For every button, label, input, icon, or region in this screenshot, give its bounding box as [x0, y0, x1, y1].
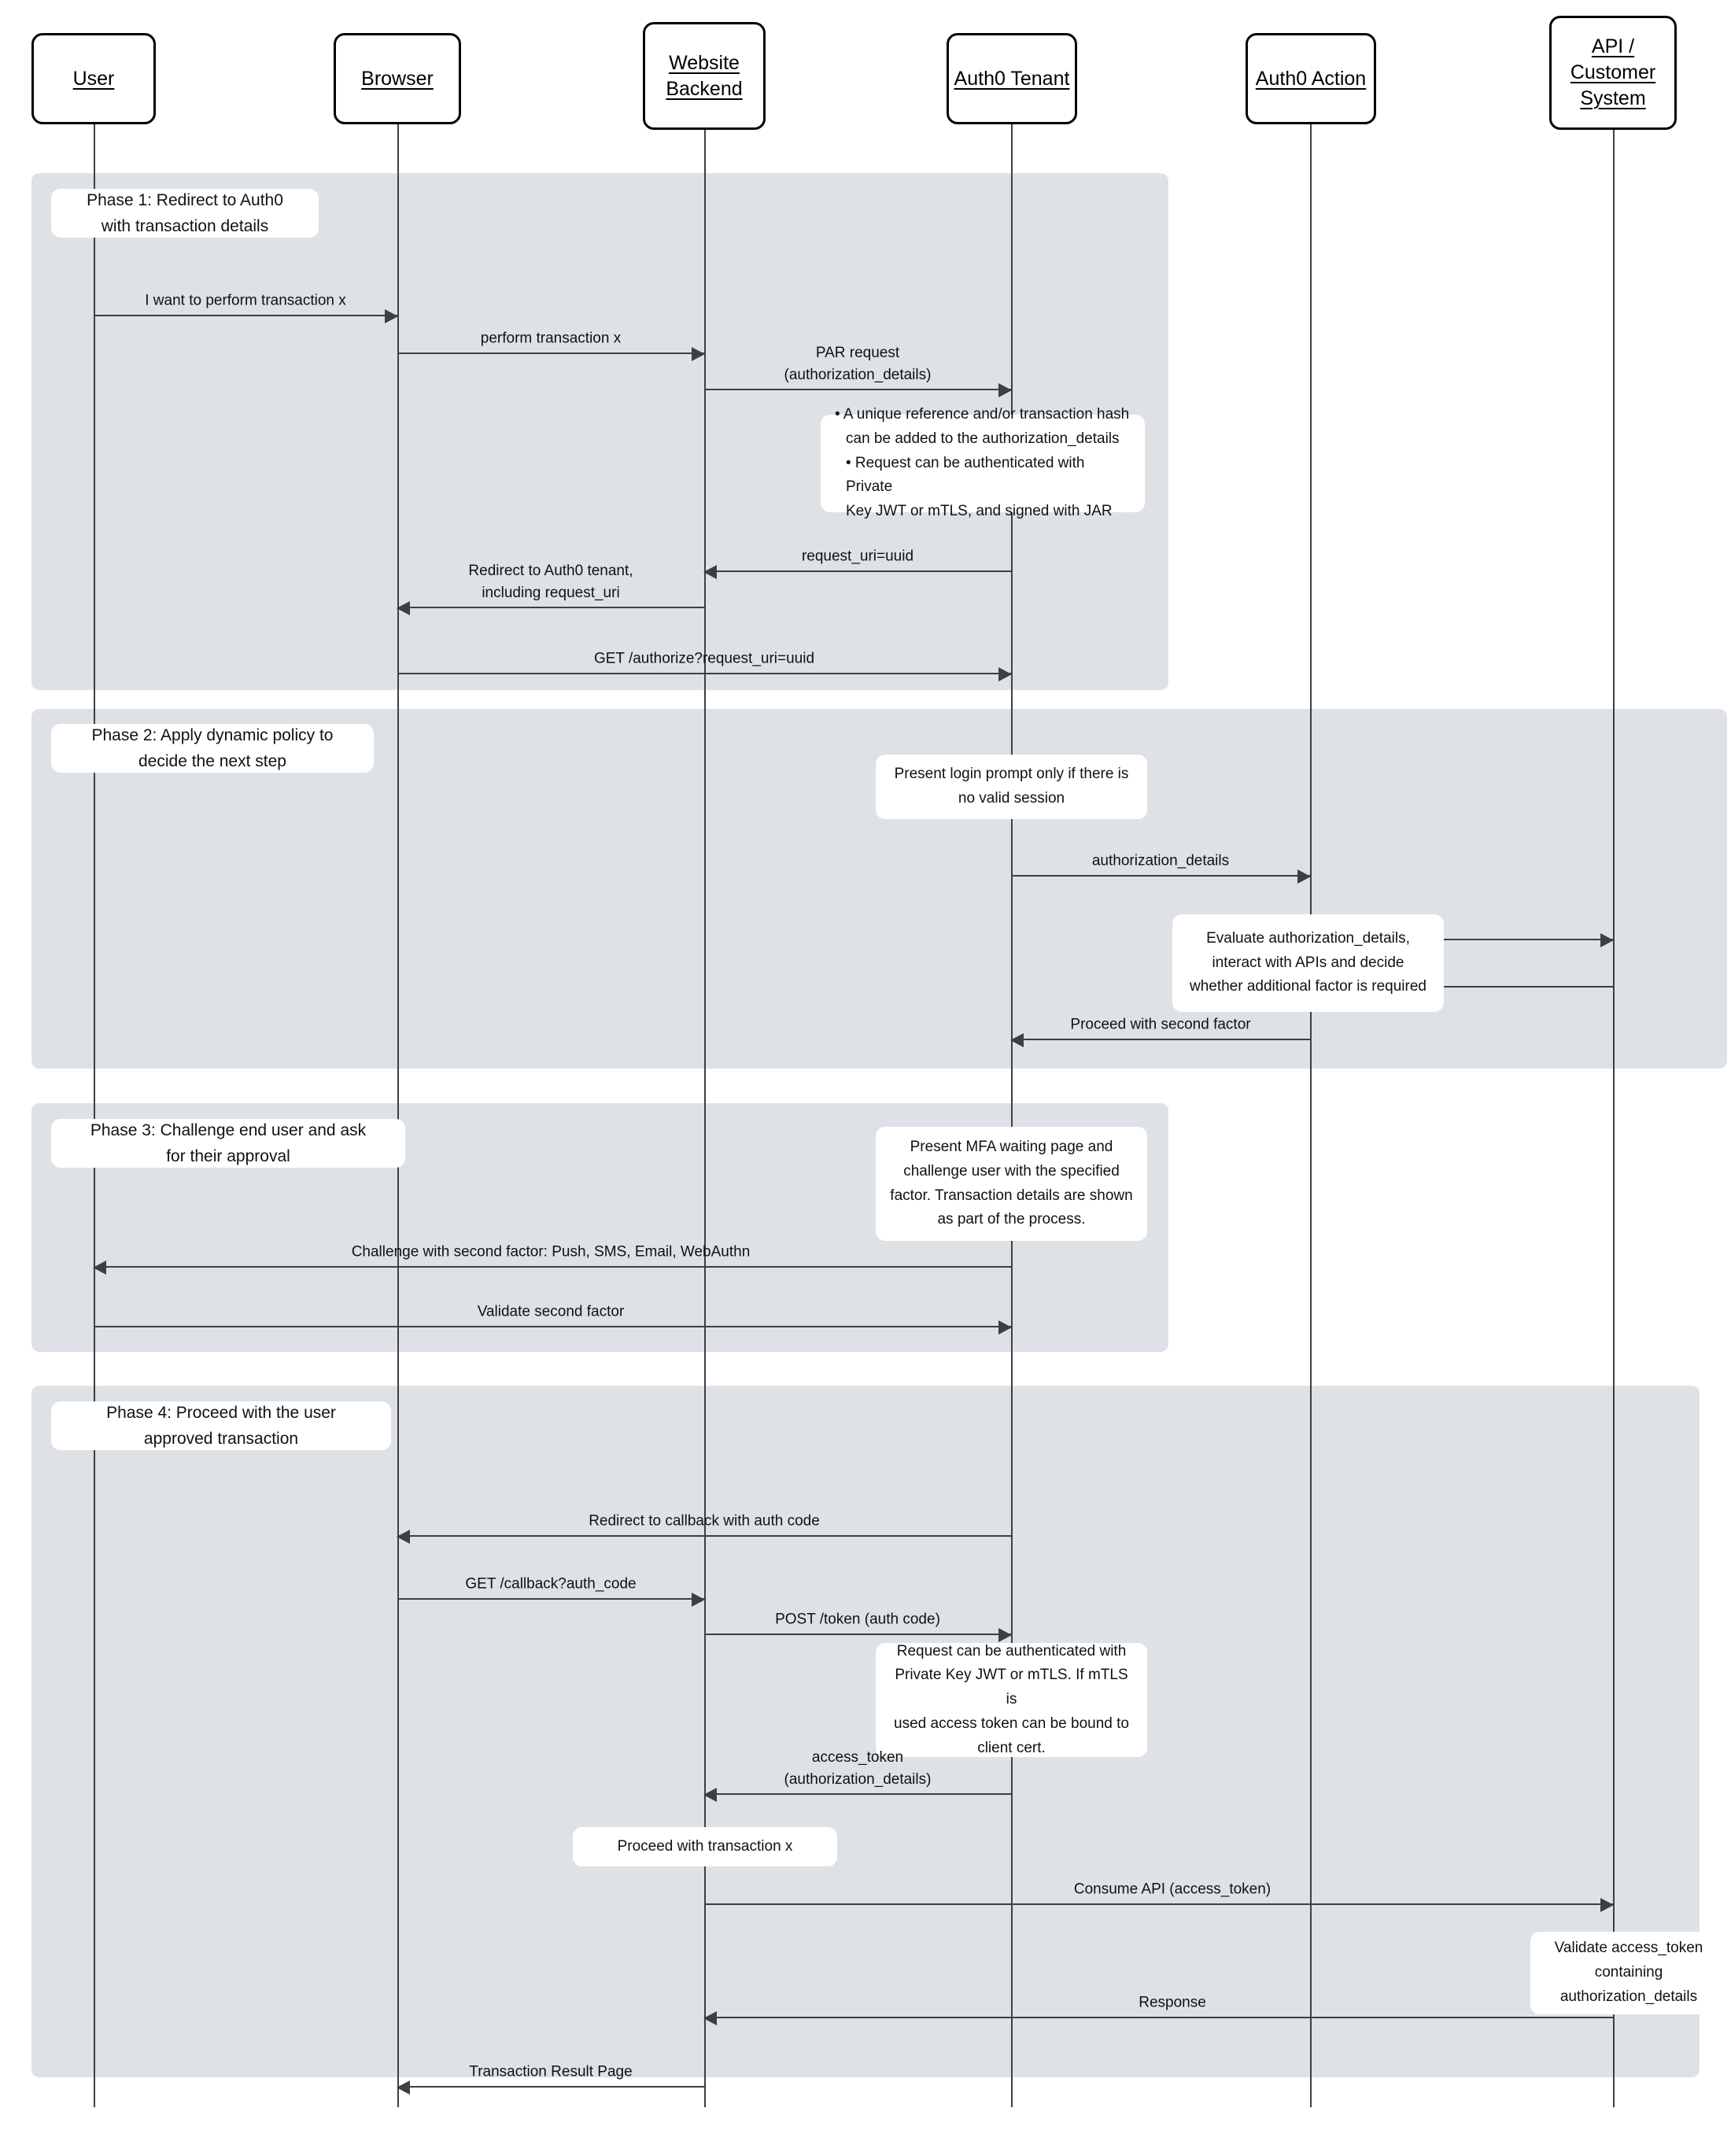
- lifeline-user: [94, 124, 95, 2107]
- note-login-prompt-text: Present login prompt only if there is no…: [894, 766, 1129, 807]
- message-arrow-5: [397, 601, 704, 615]
- actor-api-customer-system[interactable]: API / Customer System: [1549, 16, 1677, 130]
- actor-api-label-1: Customer: [1570, 61, 1656, 83]
- arrowhead-icon-4: [703, 565, 717, 579]
- message-label-2: perform transaction x: [480, 330, 622, 347]
- note-token-request-auth-text: Request can be authenticated with Privat…: [894, 1642, 1129, 1756]
- message-arrow-12: [94, 1320, 1012, 1335]
- message-arrow-10: [1010, 1033, 1310, 1047]
- phase-band-4: [31, 1386, 1700, 2077]
- message-label-19: Transaction Result Page: [469, 2063, 633, 2080]
- actor-action-label-0: Auth0 Action: [1255, 67, 1367, 90]
- arrowhead-icon-17: [1600, 1898, 1614, 1912]
- phase-label-4-text: Phase 4: Proceed with the user approved …: [106, 1403, 336, 1448]
- message-label-18: Response: [1139, 1994, 1206, 2011]
- note-token-request-auth: Request can be authenticated with Privat…: [876, 1643, 1147, 1757]
- message-arrow-17: [704, 1898, 1614, 1912]
- message-label-5: Redirect to Auth0 tenant, including requ…: [468, 562, 633, 601]
- message-label-7: authorization_details: [1091, 852, 1230, 869]
- phase-label-2: Phase 2: Apply dynamic policy to decide …: [51, 724, 374, 773]
- arrowhead-icon-19: [397, 2080, 410, 2095]
- phase-label-1: Phase 1: Redirect to Auth0 with transact…: [51, 189, 319, 238]
- message-arrow-8: [1310, 933, 1614, 947]
- message-arrow-6: [397, 667, 1012, 681]
- actor-backend-label-1: Backend: [666, 77, 743, 100]
- arrowhead-icon-8: [1600, 933, 1614, 947]
- arrowhead-icon-5: [397, 601, 410, 615]
- message-label-16: access_token (authorization_details): [784, 1748, 932, 1788]
- arrowhead-icon-16: [703, 1788, 717, 1802]
- message-arrow-2: [397, 347, 705, 361]
- actor-tenant-label-0: Auth0 Tenant: [954, 67, 1070, 90]
- message-label-4: request_uri=uuid: [801, 548, 914, 565]
- arrowhead-icon-12: [998, 1320, 1012, 1335]
- actor-user-label-0: User: [72, 67, 115, 90]
- message-arrow-18: [703, 2011, 1613, 2025]
- note-proceed-with-transaction: Proceed with transaction x: [573, 1827, 837, 1866]
- note-proceed-with-transaction-text: Proceed with transaction x: [617, 1837, 793, 1855]
- message-label-13: Redirect to callback with auth code: [589, 1512, 820, 1530]
- message-arrow-1: [94, 309, 398, 323]
- message-label-1: I want to perform transaction x: [145, 292, 346, 309]
- message-arrow-11: [93, 1261, 1011, 1275]
- note-login-prompt: Present login prompt only if there is no…: [876, 755, 1147, 819]
- note-mfa-waiting-page-text: Present MFA waiting page and challenge u…: [890, 1138, 1133, 1228]
- message-label-17: Consume API (access_token): [1073, 1881, 1271, 1898]
- lifeline-browser: [397, 124, 399, 2107]
- arrowhead-icon-6: [998, 667, 1012, 681]
- actor-auth0-tenant[interactable]: Auth0 Tenant: [947, 33, 1077, 124]
- note-evaluate-authorization-details: Evaluate authorization_details, interact…: [1172, 914, 1444, 1012]
- message-label-12: Validate second factor: [477, 1303, 625, 1320]
- message-arrow-13: [397, 1530, 1011, 1544]
- arrowhead-icon-10: [1010, 1033, 1024, 1047]
- lifeline-api: [1613, 130, 1615, 2107]
- actor-browser[interactable]: Browser: [334, 33, 461, 124]
- arrowhead-icon-7: [1297, 869, 1311, 884]
- phase-label-3: Phase 3: Challenge end user and ask for …: [51, 1119, 405, 1168]
- actor-api-label-2: System: [1580, 87, 1646, 109]
- note-par-request-details-text: • A unique reference and/or transaction …: [835, 406, 1130, 520]
- actor-browser-label-0: Browser: [361, 67, 434, 90]
- message-label-6: GET /authorize?request_uri=uuid: [593, 650, 815, 667]
- message-arrow-7: [1011, 869, 1311, 884]
- message-arrow-15: [704, 1628, 1012, 1642]
- actor-api-label-0: API /: [1591, 35, 1635, 57]
- note-validate-access-token-text: Validate access_token containing authori…: [1554, 1940, 1703, 2005]
- arrowhead-icon-2: [692, 347, 705, 361]
- arrowhead-icon-3: [998, 383, 1012, 397]
- message-arrow-14: [397, 1593, 705, 1607]
- message-arrow-19: [397, 2080, 704, 2095]
- note-par-request-details: • A unique reference and/or transaction …: [821, 406, 1145, 519]
- actor-backend-label-0: Website: [669, 51, 740, 74]
- lifeline-action: [1310, 124, 1312, 2107]
- message-label-15: POST /token (auth code): [775, 1611, 940, 1628]
- message-label-10: Proceed with second factor: [1070, 1016, 1251, 1033]
- message-arrow-4: [703, 565, 1011, 579]
- phase-label-2-text: Phase 2: Apply dynamic policy to decide …: [91, 725, 334, 770]
- phase-label-1-text: Phase 1: Redirect to Auth0 with transact…: [87, 190, 283, 235]
- message-arrow-3: [704, 383, 1012, 397]
- actor-user[interactable]: User: [31, 33, 156, 124]
- lifeline-backend: [704, 130, 706, 2107]
- actor-auth0-action[interactable]: Auth0 Action: [1246, 33, 1376, 124]
- note-mfa-waiting-page: Present MFA waiting page and challenge u…: [876, 1127, 1147, 1241]
- note-validate-access-token: Validate access_token containing authori…: [1530, 1932, 1727, 2014]
- phase-label-3-text: Phase 3: Challenge end user and ask for …: [90, 1120, 367, 1165]
- lifeline-tenant: [1011, 124, 1013, 2107]
- message-arrow-16: [703, 1788, 1011, 1802]
- message-label-3: PAR request (authorization_details): [784, 344, 932, 383]
- arrowhead-icon-13: [397, 1530, 410, 1544]
- note-evaluate-authorization-details-text: Evaluate authorization_details, interact…: [1189, 929, 1427, 995]
- arrowhead-icon-1: [385, 309, 398, 323]
- arrowhead-icon-15: [998, 1628, 1012, 1642]
- arrowhead-icon-11: [93, 1261, 106, 1275]
- message-label-14: GET /callback?auth_code: [465, 1575, 637, 1593]
- actor-website-backend[interactable]: Website Backend: [643, 22, 766, 130]
- arrowhead-icon-14: [692, 1593, 705, 1607]
- arrowhead-icon-18: [703, 2011, 717, 2025]
- phase-label-4: Phase 4: Proceed with the user approved …: [51, 1401, 391, 1450]
- message-label-11: Challenge with second factor: Push, SMS,…: [351, 1243, 751, 1261]
